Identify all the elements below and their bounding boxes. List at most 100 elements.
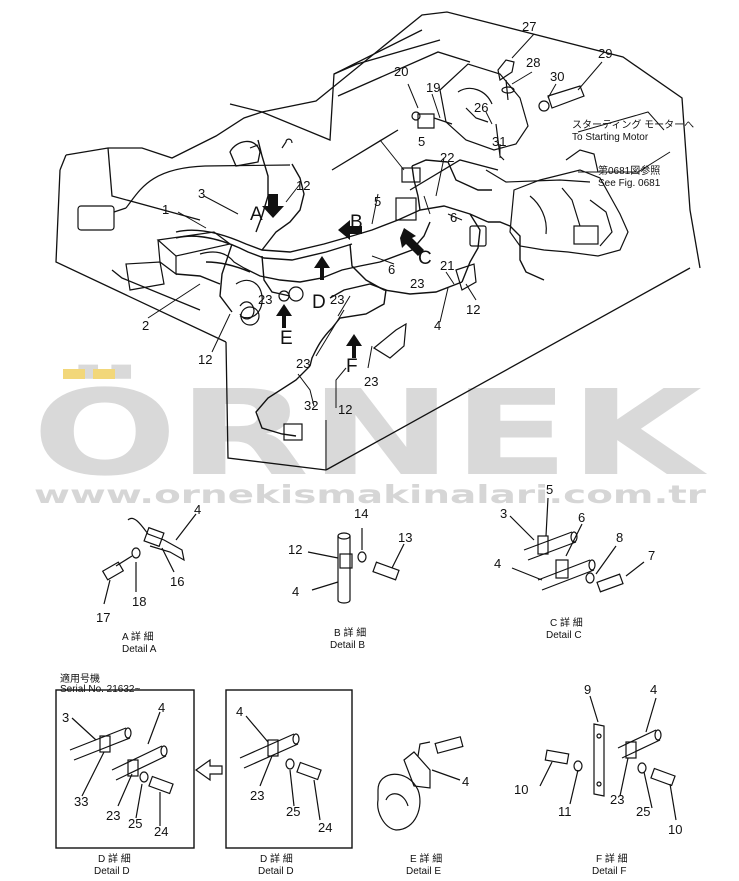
detail-d2-caption-jp: D 詳 細: [260, 852, 293, 865]
leader-lines-main: [147, 33, 671, 470]
part-number: 5: [374, 194, 381, 209]
see-fig-note: See Fig. 0681: [598, 178, 661, 189]
detail-part-number: 3: [62, 710, 69, 725]
detail-d2-caption: Detail D: [258, 866, 294, 877]
part-number: 23: [364, 374, 378, 389]
arrow-d-icon: [314, 256, 330, 280]
detail-a: [101, 513, 197, 605]
detail-part-number: 23: [106, 808, 120, 823]
detail-part-number: 4: [494, 556, 501, 571]
part-number: 23: [296, 356, 310, 371]
detail-part-number: 4: [194, 502, 201, 517]
part-number: 5: [418, 134, 425, 149]
part-number: 21: [440, 258, 454, 273]
detail-e-labels: 4 E 詳 細 Detail E: [406, 774, 469, 877]
harness-routes: [175, 139, 545, 437]
main-part-numbers: 1 2 3 4 5 5 6 6 12 12 12 12 19 20 21 22 …: [142, 19, 612, 417]
detail-part-number: 11: [558, 804, 572, 819]
arrow-f-icon: [346, 334, 362, 358]
d-comparison-arrow-icon: [194, 758, 223, 782]
part-number: 23: [258, 292, 272, 307]
detail-c: [509, 497, 645, 593]
detail-e: [377, 736, 464, 831]
part-number: 26: [474, 100, 488, 115]
part-number: 30: [550, 69, 564, 84]
detail-part-number: 24: [318, 820, 332, 835]
detail-e-caption: Detail E: [406, 866, 441, 877]
see-fig-note-jp: 第0681図参照: [598, 164, 660, 177]
part-number: 1: [162, 202, 169, 217]
detail-part-number: 7: [648, 548, 655, 563]
part-number: 22: [440, 150, 454, 165]
watermark-brand: ÖRNEK: [32, 364, 709, 502]
starting-motor: [439, 63, 629, 257]
arrow-c-icon: [400, 228, 424, 256]
view-letter-d: D: [312, 292, 326, 313]
detail-part-number: 25: [128, 816, 142, 831]
terminal-parts: [411, 59, 591, 183]
detail-part-number: 23: [250, 788, 264, 803]
view-letters: A B C D E F: [250, 204, 432, 377]
detail-d1-labels: 適用号機 Serial No. 21632~ 3 4 23 24 25 33 D…: [60, 672, 168, 877]
machine-body-outline: [55, 11, 701, 471]
detail-part-number: 17: [96, 610, 110, 625]
part-number: 12: [296, 178, 310, 193]
watermark-url: www.ornekismakinalari.com.tr: [34, 480, 707, 509]
part-number: 29: [598, 46, 612, 61]
detail-b: [307, 528, 405, 604]
part-number: 28: [526, 55, 540, 70]
view-letter-a: A: [250, 204, 263, 225]
view-arrows: [262, 194, 424, 358]
detail-f: [539, 695, 677, 821]
detail-part-number: 25: [636, 804, 650, 819]
detail-part-number: 10: [668, 822, 682, 837]
detail-f-caption: Detail F: [592, 866, 626, 877]
part-number: 20: [394, 64, 408, 79]
detail-part-number: 5: [546, 482, 553, 497]
starting-motor-note: To Starting Motor: [572, 132, 649, 143]
battery-area: [125, 231, 263, 320]
detail-a-caption-jp: A 詳 細: [122, 630, 154, 643]
detail-part-number: 9: [584, 682, 591, 697]
part-number: 6: [388, 262, 395, 277]
detail-d2-frame: [225, 689, 353, 849]
part-number: 23: [330, 292, 344, 307]
detail-part-number: 4: [462, 774, 469, 789]
view-letter-b: B: [350, 212, 363, 233]
relay-boxes: [240, 167, 487, 441]
part-number: 12: [198, 352, 212, 367]
watermark: ÖRNEK www.ornekismakinalari.com.tr: [32, 364, 709, 509]
detail-part-number: 25: [286, 804, 300, 819]
detail-c-labels: 3 4 5 6 7 8 C 詳 細 Detail C: [494, 482, 655, 641]
detail-b-caption: Detail B: [330, 640, 365, 651]
detail-part-number: 6: [578, 510, 585, 525]
detail-d2-labels: 4 23 24 25 D 詳 細 Detail D: [236, 704, 332, 877]
part-number: 27: [522, 19, 536, 34]
detail-part-number: 4: [292, 584, 299, 599]
part-number: 4: [434, 318, 441, 333]
serial-note-jp: 適用号機: [60, 672, 100, 685]
arrow-b-icon: [338, 220, 362, 240]
view-letter-e: E: [280, 328, 293, 349]
part-number: 12: [466, 302, 480, 317]
detail-b-labels: 4 12 13 14 B 詳 細 Detail B: [288, 506, 412, 651]
detail-part-number: 24: [154, 824, 168, 839]
part-number: 31: [492, 134, 506, 149]
part-number: 2: [142, 318, 149, 333]
view-letter-c: C: [418, 248, 432, 269]
detail-e-caption-jp: E 詳 細: [410, 852, 442, 865]
part-number: 12: [338, 402, 352, 417]
detail-part-number: 3: [500, 506, 507, 521]
callout-texts: スターティング モーターへ To Starting Motor 第0681図参照…: [572, 118, 694, 189]
detail-f-labels: 4 9 10 11 23 25 10 F 詳 細 Detail F: [514, 682, 682, 877]
part-number: 6: [450, 210, 457, 225]
detail-c-caption: Detail C: [546, 630, 582, 641]
detail-part-number: 23: [610, 792, 624, 807]
detail-d1-caption: Detail D: [94, 866, 130, 877]
detail-part-number: 13: [398, 530, 412, 545]
detail-d1-frame: [55, 689, 195, 849]
arrow-e-icon: [276, 304, 292, 328]
detail-part-number: 8: [616, 530, 623, 545]
detail-b-caption-jp: B 詳 細: [334, 626, 366, 639]
